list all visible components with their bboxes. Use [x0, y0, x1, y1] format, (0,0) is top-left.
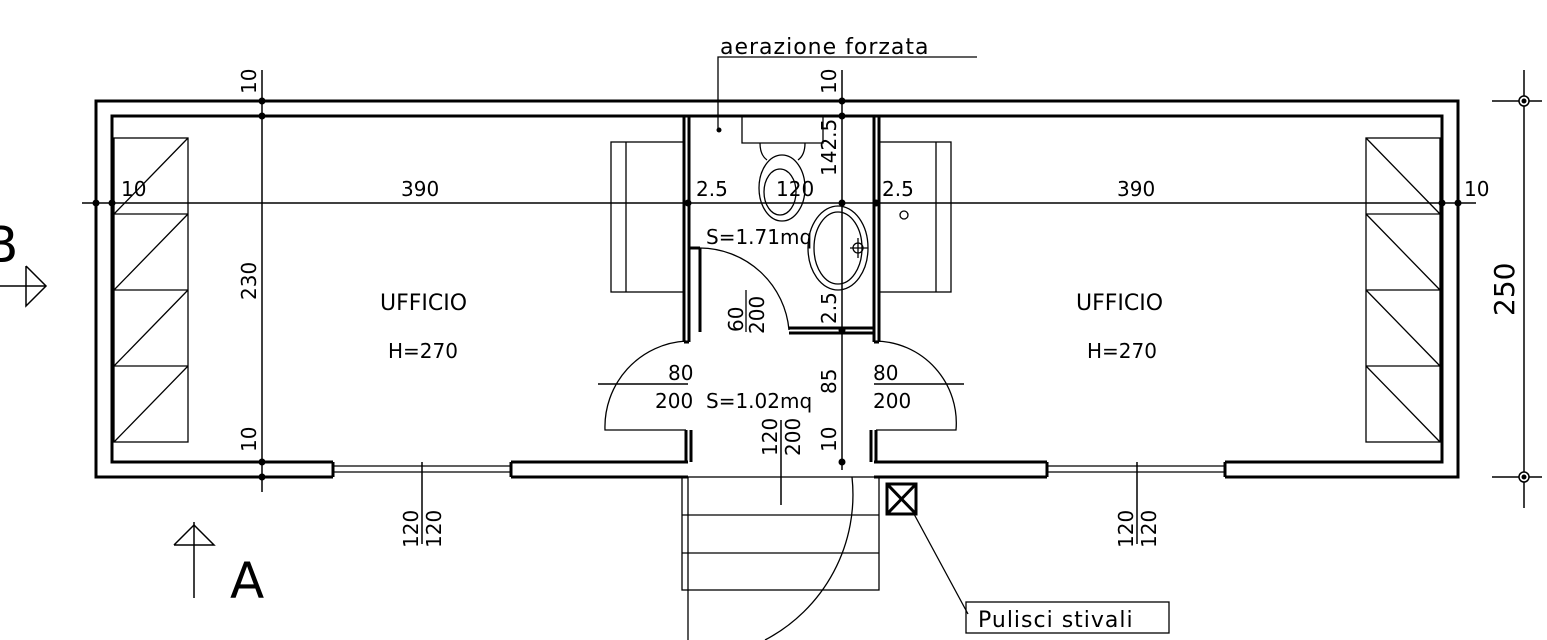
window-openings — [96, 460, 1458, 479]
section-a-arrow — [173, 522, 216, 598]
dim-right-wall: 10 — [1464, 177, 1489, 201]
overall-dimension-markers — [1518, 95, 1530, 483]
boot-cleaner-label: Pulisci stivali — [978, 608, 1134, 633]
dim-ante-depth: 85 — [817, 369, 841, 394]
entrance-width: 120 — [758, 418, 782, 456]
right-office-name: UFFICIO — [1076, 291, 1163, 316]
right-office-height: H=270 — [1087, 339, 1157, 363]
dim-bath-width: 120 — [776, 177, 814, 201]
left-desk — [610, 141, 685, 293]
entrance-height: 200 — [781, 418, 805, 456]
antechamber-area: S=1.02mq — [706, 389, 812, 413]
bath-door-width: 60 — [724, 307, 748, 332]
sink — [807, 205, 869, 291]
left-cabinets — [113, 137, 189, 443]
dimension-lines — [82, 70, 1542, 544]
toilet — [741, 116, 824, 222]
ante-door-right-height: 200 — [873, 389, 911, 413]
entrance-door-swing — [687, 476, 854, 640]
section-b-label: B — [0, 216, 18, 274]
window-left-width: 120 — [399, 510, 423, 548]
dim-left-room-width: 390 — [401, 177, 439, 201]
dim-overall-depth: 250 — [1488, 263, 1521, 316]
dim-bath-partition: 2.5 — [817, 292, 841, 324]
window-left-height: 120 — [422, 510, 446, 548]
dim-partition-left: 2.5 — [696, 177, 728, 201]
boot-cleaner-leader — [913, 513, 969, 615]
dim-bottom-wall-left: 10 — [237, 427, 261, 452]
dim-bottom-wall-mid: 10 — [817, 427, 841, 452]
dim-bath-depth: 142.5 — [817, 119, 841, 176]
section-b-arrow — [0, 265, 48, 308]
dim-top-wall-left: 10 — [237, 69, 261, 94]
window-right-width: 120 — [1114, 510, 1138, 548]
boot-cleaner-label-frame — [965, 601, 1170, 634]
ante-door-right-width: 80 — [873, 361, 898, 385]
ventilation-label: aerazione forzata — [720, 35, 930, 60]
bathroom-area: S=1.71mq — [706, 225, 812, 249]
dim-room-depth: 230 — [237, 262, 261, 300]
dim-right-room-width: 390 — [1117, 177, 1155, 201]
dim-partition-right: 2.5 — [882, 177, 914, 201]
ventilation-fan — [716, 56, 977, 133]
entrance-steps — [681, 476, 880, 591]
right-ante-door-swing — [875, 340, 957, 431]
bath-door-swing — [699, 247, 790, 331]
ante-door-left-width: 80 — [668, 361, 693, 385]
dim-top-wall-mid: 10 — [817, 69, 841, 94]
ante-door-left-height: 200 — [655, 389, 693, 413]
dim-left-wall: 10 — [121, 177, 146, 201]
window-right-height: 120 — [1137, 510, 1161, 548]
left-ante-door-swing — [604, 340, 687, 431]
right-desk — [878, 141, 952, 293]
right-cabinets — [1365, 137, 1441, 443]
left-office-name: UFFICIO — [380, 291, 467, 316]
boot-cleaner-symbol — [885, 482, 918, 516]
section-a-label: A — [230, 552, 264, 610]
bath-door-height: 200 — [745, 296, 769, 334]
left-office-height: H=270 — [388, 339, 458, 363]
